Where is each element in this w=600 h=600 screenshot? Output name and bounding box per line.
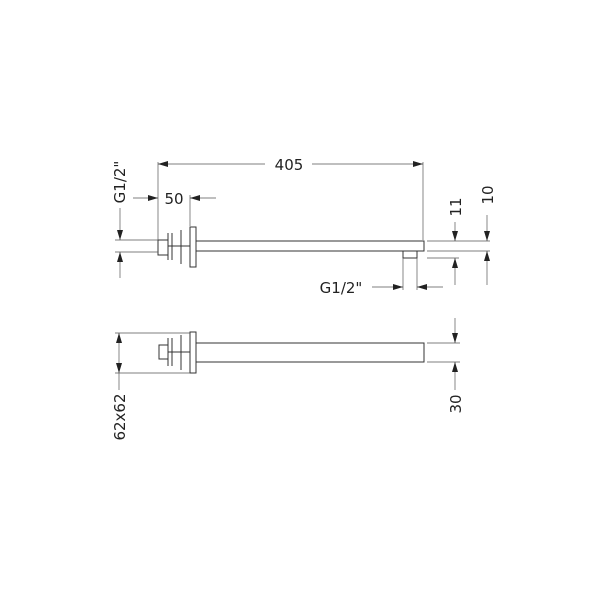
wall-flange — [189, 226, 197, 268]
flange-size-label: 62x62 — [111, 393, 129, 440]
height-10-label: 10 — [479, 185, 497, 204]
arm-width-label: 30 — [447, 394, 465, 413]
shower-arm — [195, 240, 425, 252]
height-11-label: 11 — [447, 197, 465, 216]
outlet-nipple — [402, 250, 418, 259]
outlet-thread-label: G1/2" — [320, 279, 363, 297]
shower-arm — [195, 342, 425, 363]
inlet-nut — [158, 344, 169, 360]
side-view: 62x62 30 — [111, 318, 465, 441]
length-label: 405 — [275, 156, 304, 174]
inlet-nut — [157, 239, 169, 256]
top-view: 405 50 G1/2" G1/2" 11 10 — [111, 156, 497, 297]
inlet-thread-label: G1/2" — [111, 161, 129, 204]
offset-label: 50 — [164, 190, 183, 208]
wall-flange — [189, 331, 197, 374]
